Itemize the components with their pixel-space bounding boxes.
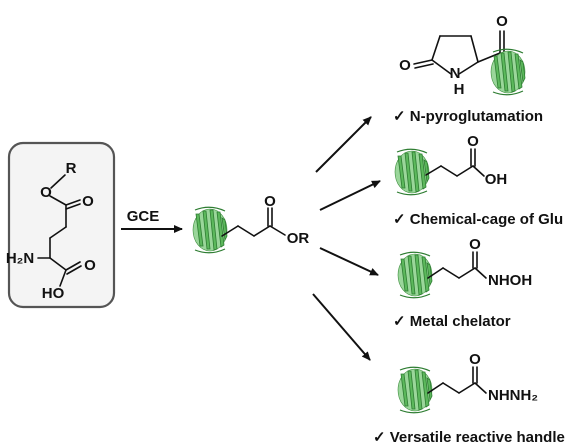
gce-step: GCE (121, 208, 183, 233)
caption-chemical-cage: ✓ Chemical-cage of Glu (393, 211, 563, 228)
protein-icon (397, 366, 433, 414)
arrow-to-chemical-cage (319, 180, 381, 211)
product-metal-chelator: O NHOH ✓ Metal chelator (393, 236, 532, 330)
intermediate-or-group: OR (287, 230, 310, 247)
arrow-to-pyroglutamation (315, 116, 372, 173)
protein-icon (394, 148, 430, 196)
substrate-amine: H₂N (6, 250, 34, 267)
substrate-box: O R O H₂N HO O (6, 141, 116, 309)
handle-nhnh2-group: NHNH₂ (488, 387, 538, 404)
cage-atom-o: O (467, 133, 479, 150)
substrate-hydroxyl: HO (42, 285, 65, 302)
product-pyroglutamate: O O N H ✓ N-pyroglutamation (393, 13, 543, 125)
chelator-atom-o: O (469, 236, 481, 253)
arrow-to-reactive-handle (312, 293, 371, 361)
cage-oh-group: OH (485, 171, 508, 188)
protein-icon (397, 251, 433, 299)
gce-label: GCE (127, 208, 160, 225)
intermediate: O OR (192, 193, 310, 254)
substrate-atom-r: R (66, 160, 77, 177)
chelator-nhoh-group: NHOH (488, 272, 532, 289)
caption-pyroglutamation: ✓ N-pyroglutamation (393, 108, 543, 125)
protein-icon (490, 48, 526, 96)
substrate-frame (7, 141, 116, 309)
pyro-atom-n: N (450, 65, 461, 82)
caption-metal-chelator: ✓ Metal chelator (393, 313, 511, 330)
handle-atom-o: O (469, 351, 481, 368)
intermediate-atom-o: O (264, 193, 276, 210)
substrate-atom-o-acid: O (84, 257, 96, 274)
pyro-atom-h: H (454, 81, 465, 98)
pyro-atom-o-ring: O (399, 57, 411, 74)
substrate-atom-o-carbonyl: O (82, 193, 94, 210)
caption-reactive-handle: ✓ Versatile reactive handle (373, 429, 565, 446)
product-chemical-cage: O OH ✓ Chemical-cage of Glu (393, 133, 563, 228)
substrate-atom-o-ester: O (40, 184, 52, 201)
protein-icon (192, 206, 228, 254)
arrow-to-metal-chelator (319, 247, 379, 276)
product-reactive-handle: O NHNH₂ ✓ Versatile reactive handle (373, 351, 565, 446)
pyro-atom-o-ketone: O (496, 13, 508, 30)
